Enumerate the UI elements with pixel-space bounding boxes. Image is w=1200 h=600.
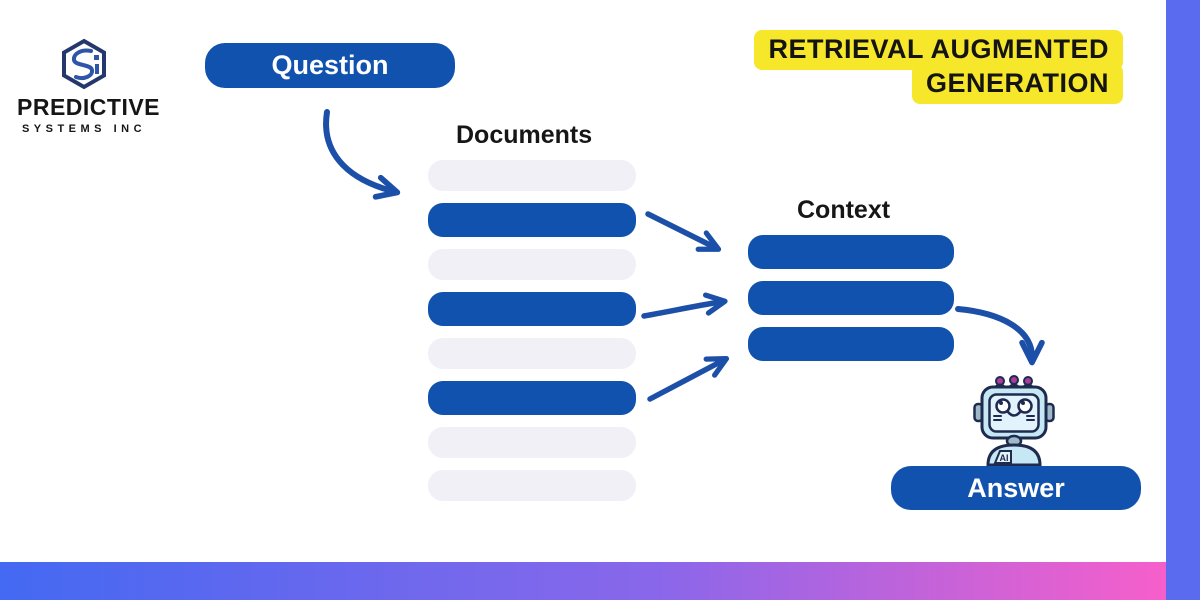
arrow-question-to-documents (323, 109, 401, 200)
brand-logo: PREDICTIVE SYSTEMS INC (17, 38, 161, 135)
title-badge: RETRIEVAL AUGMENTED GENERATION (754, 30, 1123, 104)
document-bar (428, 381, 636, 415)
answer-node: Answer (891, 466, 1141, 510)
ai-robot-icon: AI (973, 375, 1055, 467)
context-bar (748, 281, 954, 315)
document-bar (428, 292, 636, 326)
right-accent-bar (1166, 0, 1200, 600)
arrow-context-to-ai (955, 306, 1045, 366)
context-bar (748, 235, 954, 269)
hexagon-logo-icon (62, 38, 106, 90)
question-node: Question (205, 43, 455, 88)
context-title: Context (797, 196, 891, 224)
arrow-doc3-to-context (647, 356, 730, 402)
document-bar (428, 249, 636, 280)
document-bar (428, 338, 636, 369)
question-label: Question (271, 50, 389, 80)
answer-label: Answer (967, 472, 1065, 503)
document-bar (428, 470, 636, 501)
documents-title: Documents (456, 121, 593, 149)
brand-subtitle: SYSTEMS INC (21, 123, 147, 135)
documents-stack (428, 160, 636, 501)
bottom-gradient-bar (0, 562, 1200, 600)
document-bar (428, 427, 636, 458)
arrow-doc2-to-context (641, 292, 728, 319)
title-badge-line2: GENERATION (911, 64, 1123, 104)
brand-name: PREDICTIVE (17, 94, 161, 120)
context-stack (748, 235, 954, 361)
title-badge-line1: RETRIEVAL AUGMENTED (754, 30, 1123, 70)
arrow-doc1-to-context (645, 211, 722, 252)
context-bar (748, 327, 954, 361)
robot-ai-label: AI (1000, 453, 1009, 463)
document-bar (428, 160, 636, 191)
document-bar (428, 203, 636, 237)
